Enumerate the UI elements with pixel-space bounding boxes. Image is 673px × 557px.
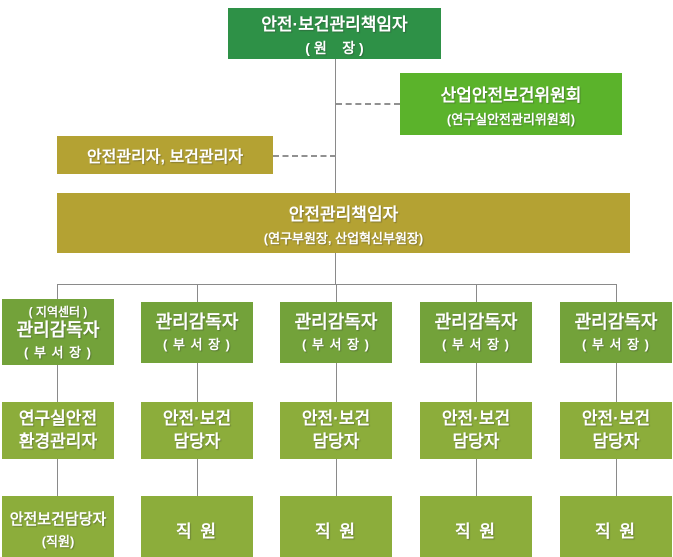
box-subtitle: ( 부 서 장 ) xyxy=(442,337,510,353)
staff-box: 직 원 xyxy=(141,496,253,557)
box-subtitle: ( 원 장 ) xyxy=(305,39,364,56)
box-title: 산업안전보건위원회 xyxy=(440,85,582,105)
box-title-line2: 담당자 xyxy=(173,431,221,451)
connector-managers-dashed xyxy=(273,155,336,157)
connector-drop-col3 xyxy=(336,284,337,302)
box-title: 관리감독자 xyxy=(294,311,378,332)
staff-box: 안전보건담당자 (직원) xyxy=(2,496,114,557)
box-title: 안전·보건관리책임자 xyxy=(261,14,408,34)
box-subtitle: (직원) xyxy=(41,534,75,549)
connector-mid-col4 xyxy=(476,363,477,402)
connector-drop-col5 xyxy=(616,284,617,302)
supervisor-box: 관리감독자 ( 부 서 장 ) xyxy=(280,302,392,363)
box-title-line1: 연구실안전 xyxy=(18,408,98,428)
connector-low-col1 xyxy=(57,459,58,496)
box-title-line2: 담당자 xyxy=(592,431,640,451)
box-title-line1: 안전·보건 xyxy=(162,408,232,428)
connector-mid-col3 xyxy=(336,363,337,402)
connector-low-col3 xyxy=(336,459,337,496)
officer-box: 안전·보건 담당자 xyxy=(141,402,253,459)
box-title: 직 원 xyxy=(454,521,497,541)
staff-box: 직 원 xyxy=(420,496,532,557)
box-title-line2: 담당자 xyxy=(312,431,360,451)
connector-branch-horizontal xyxy=(57,284,617,285)
connector-mid-col2 xyxy=(197,363,198,402)
box-title: 안전관리책임자 xyxy=(288,204,399,224)
connector-drop-col4 xyxy=(476,284,477,302)
box-title-line1: 안전·보건 xyxy=(301,408,371,428)
supervisor-box: 관리감독자 ( 부 서 장 ) xyxy=(420,302,532,363)
box-title: 관리감독자 xyxy=(574,311,658,332)
connector-mid-col1 xyxy=(57,363,58,402)
box-subtitle: ( 부 서 장 ) xyxy=(302,337,370,353)
box-title: 안전보건담당자 xyxy=(9,511,107,528)
supervisor-box: 관리감독자 ( 부 서 장 ) xyxy=(141,302,253,363)
officer-box: 안전·보건 담당자 xyxy=(280,402,392,459)
connector-drop-col2 xyxy=(197,284,198,302)
connector-committee-dashed xyxy=(336,103,400,105)
box-title-line2: 환경관리자 xyxy=(18,431,98,451)
committee-box: 산업안전보건위원회 (연구실안전관리위원회) xyxy=(400,73,622,135)
box-title: 직 원 xyxy=(314,521,357,541)
officer-box: 안전·보건 담당자 xyxy=(560,402,672,459)
connector-low-col4 xyxy=(476,459,477,496)
box-title-line1: 안전·보건 xyxy=(581,408,651,428)
box-title: 관리감독자 xyxy=(434,311,518,332)
supervisor-box: ( 지역센터 ) 관리감독자 ( 부 서 장 ) xyxy=(2,299,114,365)
box-title: 관리감독자 xyxy=(155,311,239,332)
staff-box: 직 원 xyxy=(280,496,392,557)
box-title: 직 원 xyxy=(594,521,637,541)
box-subtitle: ( 부 서 장 ) xyxy=(163,337,231,353)
chief-manager-box: 안전관리책임자 (연구부원장, 산업혁신부원장) xyxy=(57,193,630,253)
connector-top-vertical xyxy=(335,59,336,193)
supervisor-box: 관리감독자 ( 부 서 장 ) xyxy=(560,302,672,363)
safety-health-managers-box: 안전관리자, 보건관리자 xyxy=(57,136,273,174)
staff-box: 직 원 xyxy=(560,496,672,557)
connector-drop-col1 xyxy=(57,284,58,302)
box-title-line2: 담당자 xyxy=(452,431,500,451)
officer-box: 안전·보건 담당자 xyxy=(420,402,532,459)
box-title: 관리감독자 xyxy=(16,319,100,340)
connector-low-col2 xyxy=(197,459,198,496)
box-subtitle: ( 부 서 장 ) xyxy=(24,345,92,361)
officer-box: 연구실안전 환경관리자 xyxy=(2,402,114,459)
box-pretitle: ( 지역센터 ) xyxy=(28,304,88,319)
box-title-line1: 안전·보건 xyxy=(441,408,511,428)
box-title: 직 원 xyxy=(175,521,218,541)
box-subtitle: ( 부 서 장 ) xyxy=(582,337,650,353)
box-subtitle: (연구부원장, 산업혁신부원장) xyxy=(263,230,424,246)
box-title: 안전관리자, 보건관리자 xyxy=(86,149,244,166)
top-manager-box: 안전·보건관리책임자 ( 원 장 ) xyxy=(228,8,441,59)
box-subtitle: (연구실안전관리위원회) xyxy=(446,111,576,127)
connector-low-col5 xyxy=(616,459,617,496)
connector-mid-col5 xyxy=(616,363,617,402)
connector-chief-vertical xyxy=(335,253,336,284)
